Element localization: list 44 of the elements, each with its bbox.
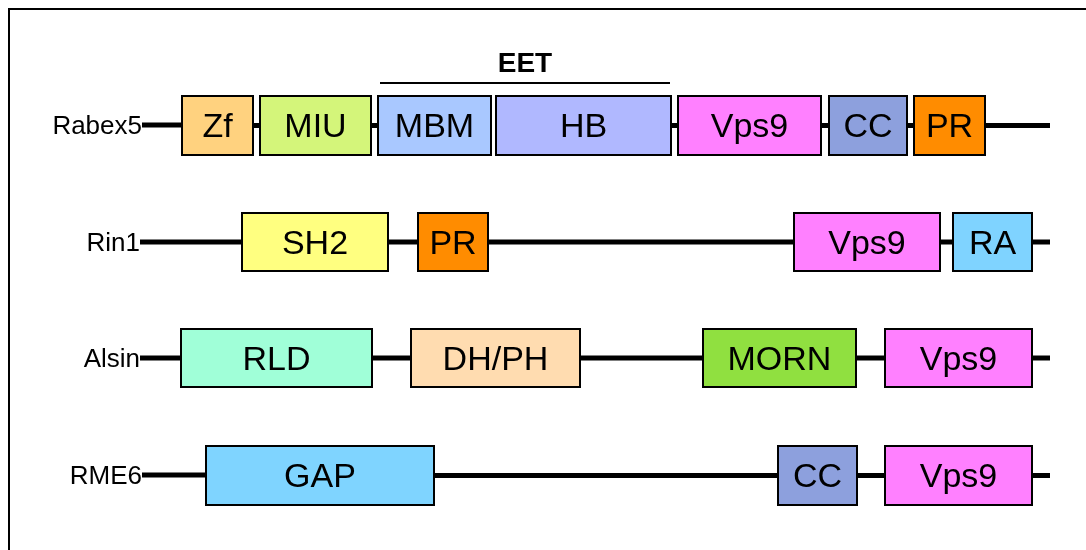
backbone-line [140,355,180,361]
backbone-line [373,355,410,361]
domain-box: DH/PH [410,328,581,388]
domain-box: SH2 [241,212,389,272]
domain-box: PR [417,212,489,272]
backbone-line [142,122,181,128]
domain-box: CC [828,95,908,156]
domain-box: Zf [181,95,254,156]
backbone-line [1033,239,1050,245]
region-label: EET [496,47,554,79]
protein-name: Rabex5 [10,108,142,142]
backbone-line [672,123,677,128]
backbone-line [858,473,884,478]
backbone-line [142,472,205,478]
domain-box: MIU [259,95,372,156]
domain-box: CC [777,445,858,506]
domain-box: Vps9 [884,445,1033,506]
domain-box: RA [952,212,1033,272]
backbone-line [435,473,777,478]
domain-box: Vps9 [884,328,1033,388]
domain-box: Vps9 [793,212,941,272]
backbone-line [372,123,377,128]
domain-box: MBM [377,95,492,156]
backbone-line [140,239,241,245]
backbone-line [986,123,1050,128]
backbone-line [822,123,828,128]
domain-box: Vps9 [677,95,822,156]
protein-name: Rin1 [40,225,140,259]
domain-box: HB [495,95,672,156]
protein-name: RME6 [20,458,142,492]
backbone-line [389,239,417,245]
domain-box: RLD [180,328,373,388]
backbone-line [489,239,793,245]
domain-box: GAP [205,445,435,506]
backbone-line [254,123,259,128]
backbone-line [1033,473,1050,478]
domain-box: PR [913,95,986,156]
backbone-line [581,355,702,361]
protein-name: Alsin [40,341,140,375]
backbone-line [857,355,884,361]
domain-box: MORN [702,328,857,388]
backbone-line [1033,355,1050,361]
backbone-line [941,239,952,245]
backbone-line [908,123,913,128]
